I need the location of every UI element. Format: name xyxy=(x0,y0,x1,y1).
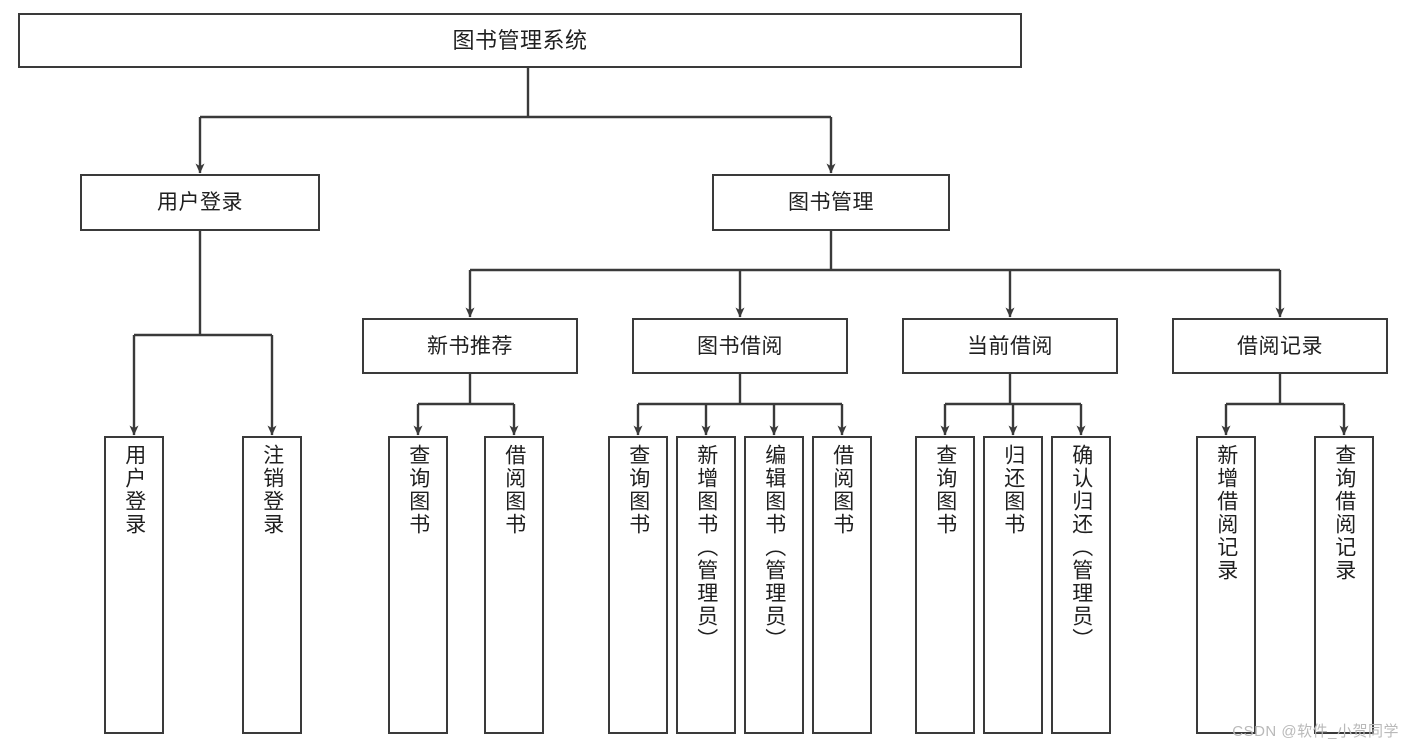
node-bookmgmt[interactable]: 图书管理 xyxy=(712,174,950,231)
node-newrec[interactable]: 新书推荐 xyxy=(362,318,578,374)
node-current[interactable]: 当前借阅 xyxy=(902,318,1118,374)
node-l5[interactable]: 查询图书 xyxy=(608,436,668,734)
node-records[interactable]: 借阅记录 xyxy=(1172,318,1388,374)
node-label: 用户登录 xyxy=(157,191,243,214)
node-label: 编辑图书（管理员） xyxy=(762,444,786,651)
node-l7[interactable]: 编辑图书（管理员） xyxy=(744,436,804,734)
node-label: 查询借阅记录 xyxy=(1332,444,1356,582)
node-l1[interactable]: 用户登录 xyxy=(104,436,164,734)
node-l13[interactable]: 查询借阅记录 xyxy=(1314,436,1374,734)
node-label: 查询图书 xyxy=(933,444,957,536)
node-label: 图书管理系统 xyxy=(452,27,588,53)
node-l9[interactable]: 查询图书 xyxy=(915,436,975,734)
node-l3[interactable]: 查询图书 xyxy=(388,436,448,734)
node-l10[interactable]: 归还图书 xyxy=(983,436,1043,734)
node-label: 注销登录 xyxy=(260,444,284,536)
node-l6[interactable]: 新增图书（管理员） xyxy=(676,436,736,734)
node-label: 图书管理 xyxy=(788,191,874,214)
node-l12[interactable]: 新增借阅记录 xyxy=(1196,436,1256,734)
node-l2[interactable]: 注销登录 xyxy=(242,436,302,734)
node-label: 当前借阅 xyxy=(967,334,1053,358)
node-label: 借阅记录 xyxy=(1237,334,1323,358)
node-label: 新书推荐 xyxy=(427,334,513,358)
node-l8[interactable]: 借阅图书 xyxy=(812,436,872,734)
node-label: 用户登录 xyxy=(122,444,146,536)
node-label: 新增图书（管理员） xyxy=(694,444,718,651)
watermark: CSDN @软件_小贺同学 xyxy=(1232,723,1399,740)
node-l11[interactable]: 确认归还（管理员） xyxy=(1051,436,1111,734)
node-label: 新增借阅记录 xyxy=(1214,444,1238,582)
node-label: 确认归还（管理员） xyxy=(1069,444,1093,651)
node-label: 借阅图书 xyxy=(502,444,526,536)
node-label: 查询图书 xyxy=(626,444,650,536)
node-l4[interactable]: 借阅图书 xyxy=(484,436,544,734)
node-label: 图书借阅 xyxy=(697,334,783,358)
node-login[interactable]: 用户登录 xyxy=(80,174,320,231)
node-label: 借阅图书 xyxy=(830,444,854,536)
node-label: 查询图书 xyxy=(406,444,430,536)
node-label: 归还图书 xyxy=(1001,444,1025,536)
node-root[interactable]: 图书管理系统 xyxy=(18,13,1022,68)
node-borrow[interactable]: 图书借阅 xyxy=(632,318,848,374)
